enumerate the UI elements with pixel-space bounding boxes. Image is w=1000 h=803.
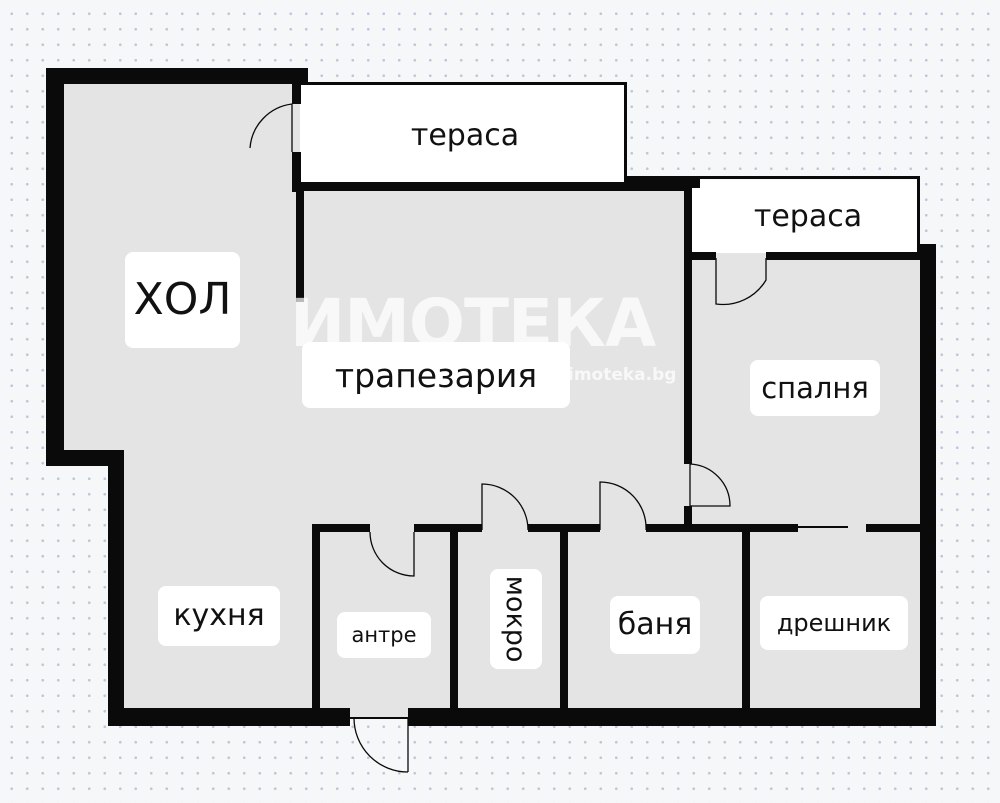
label-banya: баня bbox=[610, 596, 700, 654]
label-antre: антре bbox=[337, 612, 431, 658]
label-terasa-top: тераса bbox=[410, 118, 520, 153]
label-hol: ХОЛ bbox=[125, 252, 240, 348]
label-dreshnik: дрешник bbox=[760, 596, 908, 650]
terrace-right bbox=[692, 180, 920, 253]
label-spalnya: спалня bbox=[750, 360, 880, 416]
label-mokro: мокро bbox=[490, 569, 542, 669]
terrace-top bbox=[300, 82, 624, 184]
label-terasa-right: тераса bbox=[753, 199, 863, 234]
interior-walls bbox=[296, 188, 922, 714]
label-kuhnya: кухня bbox=[158, 586, 280, 646]
outer-walls bbox=[46, 68, 936, 726]
label-trapezaria: трапезария bbox=[302, 342, 570, 408]
